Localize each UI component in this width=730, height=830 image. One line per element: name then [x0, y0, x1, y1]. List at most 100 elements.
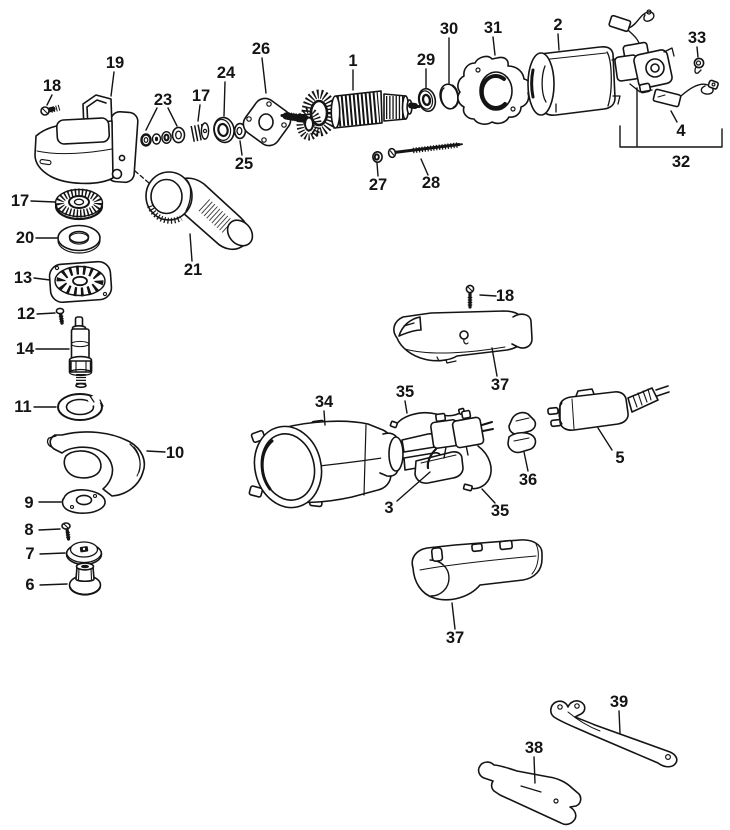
part-label-washer-25: 25: [235, 155, 253, 173]
part-drawing-side-handle: [145, 171, 254, 251]
part-label-spindle: 14: [16, 340, 35, 358]
leader-line-pin-wrench: [618, 710, 621, 734]
part-drawing-fan-flange: [48, 260, 113, 304]
leader-line-wheel-guard: [146, 450, 166, 453]
leader-line-clamp-nut: [39, 583, 68, 586]
part-drawing-washer-20: [57, 224, 101, 254]
part-screw-12: 12: [17, 305, 56, 323]
leader-line-gear-17: [30, 200, 56, 203]
leader-line-lead-wire-bottom: [481, 488, 496, 504]
part-drawing-switch-assembly: [614, 29, 675, 94]
part-bearing-plate: 26: [252, 40, 270, 94]
part-label-open-end-wrench: 38: [525, 739, 543, 757]
part-outer-flange: 7: [25, 545, 66, 563]
part-drawing-armature: [280, 89, 421, 141]
part-label-side-handle: 21: [184, 261, 202, 279]
part-gear-housing: 19: [106, 54, 124, 97]
leader-line-pinion-gear: [197, 104, 201, 122]
part-drawing-cord-with-plug: [547, 385, 670, 431]
part-armature: 1: [348, 52, 358, 91]
part-ball-bearing: 24: [217, 64, 236, 117]
part-drawing-clamp-nut: [68, 562, 102, 596]
part-label-carbon-brush: 4: [676, 122, 686, 140]
part-label-pin-wrench: 39: [610, 693, 628, 711]
leader-line-screw-12: [36, 312, 56, 315]
leader-line-nut-27: [376, 162, 379, 177]
part-label-screw-18-mid: 18: [496, 287, 514, 305]
part-label-armature: 1: [348, 52, 357, 70]
part-drawing-wheel-guard: [46, 431, 146, 497]
part-drawing-screw-18-top: [40, 104, 61, 116]
part-drawing-spindle: [68, 316, 93, 389]
part-label-cord-clamp: 36: [519, 471, 537, 489]
part-drawing-carbon-brush-top: [608, 9, 655, 33]
part-label-screw-18-top: 18: [43, 77, 61, 95]
leader-line-washer-set: [145, 107, 158, 131]
part-pin-wrench: 39: [610, 693, 628, 734]
part-cover-bottom: 37: [446, 602, 464, 647]
part-drawing-gear-housing: [34, 94, 150, 185]
part-ring-30: 30: [440, 20, 458, 84]
part-label-bearing-29: 29: [417, 51, 435, 69]
leader-line-ball-bearing: [223, 81, 226, 117]
part-drawing-cord-clamp: [507, 411, 537, 454]
part-label-cord-with-plug: 5: [615, 449, 624, 467]
part-label-washer-20: 20: [16, 229, 34, 247]
part-lead-wire-bottom: 35: [481, 488, 509, 520]
leader-line-lead-wire-top: [404, 400, 408, 414]
part-side-handle: 21: [184, 233, 202, 279]
part-label-gear-housing: 19: [106, 54, 124, 72]
leader-line-carbon-brush: [670, 110, 678, 123]
part-drawing-lock-washer: [57, 392, 106, 421]
leader-line-cord-with-plug: [597, 427, 613, 451]
leader-line-open-end-wrench: [533, 756, 536, 784]
part-switch-assembly: 32: [636, 87, 690, 171]
leader-line-motor-housing: [323, 410, 326, 426]
part-washer-25: 25: [235, 140, 253, 173]
part-drawing-gear-17: [54, 188, 104, 221]
part-drawing-cover-top: [393, 310, 533, 364]
part-washer-set: 23: [145, 91, 178, 131]
part-drawing-cover-bottom: [411, 539, 543, 601]
leader-line-fan-flange: [33, 277, 51, 281]
part-gear-17: 17: [11, 192, 56, 210]
part-bearing-29: 29: [417, 51, 435, 89]
part-cord-clamp: 36: [519, 451, 537, 489]
part-label-clamp-nut: 6: [25, 576, 34, 594]
part-drawing-bearing-plate: [242, 97, 292, 147]
part-label-wheel-guard: 10: [166, 444, 184, 462]
part-drawing-screw-18-mid: [465, 284, 475, 309]
leader-line-washer-25: [239, 140, 243, 156]
leader-line-gear-housing: [110, 71, 115, 97]
part-cord-with-plug: 5: [597, 427, 625, 467]
part-inner-flange: 9: [24, 494, 62, 512]
part-screw-18-mid: 18: [479, 287, 514, 305]
part-drawing-pinion-gear: [190, 122, 210, 142]
part-drawing-inner-flange: [61, 489, 106, 514]
leader-line-bearing-plate: [261, 57, 267, 94]
part-label-nut-27: 27: [369, 176, 387, 194]
part-label-bearing-plate: 26: [252, 40, 270, 58]
part-label-switch: 3: [384, 499, 393, 517]
leader-line-brush-holder-plate: [492, 36, 496, 56]
leader-line-cord-clamp: [523, 451, 529, 472]
part-drawing-motor-housing: [248, 419, 443, 509]
part-label-outer-flange: 7: [25, 545, 34, 563]
part-pinion-gear: 17: [192, 87, 210, 122]
part-label-lead-wire-top: 35: [396, 383, 414, 401]
part-drawing-field-stator: [527, 46, 621, 116]
part-drawing-washer-set: [140, 126, 186, 147]
part-label-screw-12: 12: [17, 305, 35, 323]
part-drawing-ball-bearing: [213, 116, 235, 144]
part-label-pinion-gear: 17: [192, 87, 210, 105]
part-field-stator: 2: [553, 16, 563, 51]
part-label-bolt-28: 28: [422, 174, 440, 192]
leader-line-terminal-33: [696, 46, 699, 58]
part-open-end-wrench: 38: [525, 739, 543, 784]
part-clamp-nut: 6: [25, 576, 68, 594]
part-drawing-brush-holder-plate: [457, 55, 531, 125]
part-lock-washer: 11: [14, 398, 57, 416]
leader-line-screw-8: [38, 528, 61, 531]
part-label-motor-housing: 34: [315, 393, 334, 411]
part-label-ball-bearing: 24: [217, 64, 236, 82]
